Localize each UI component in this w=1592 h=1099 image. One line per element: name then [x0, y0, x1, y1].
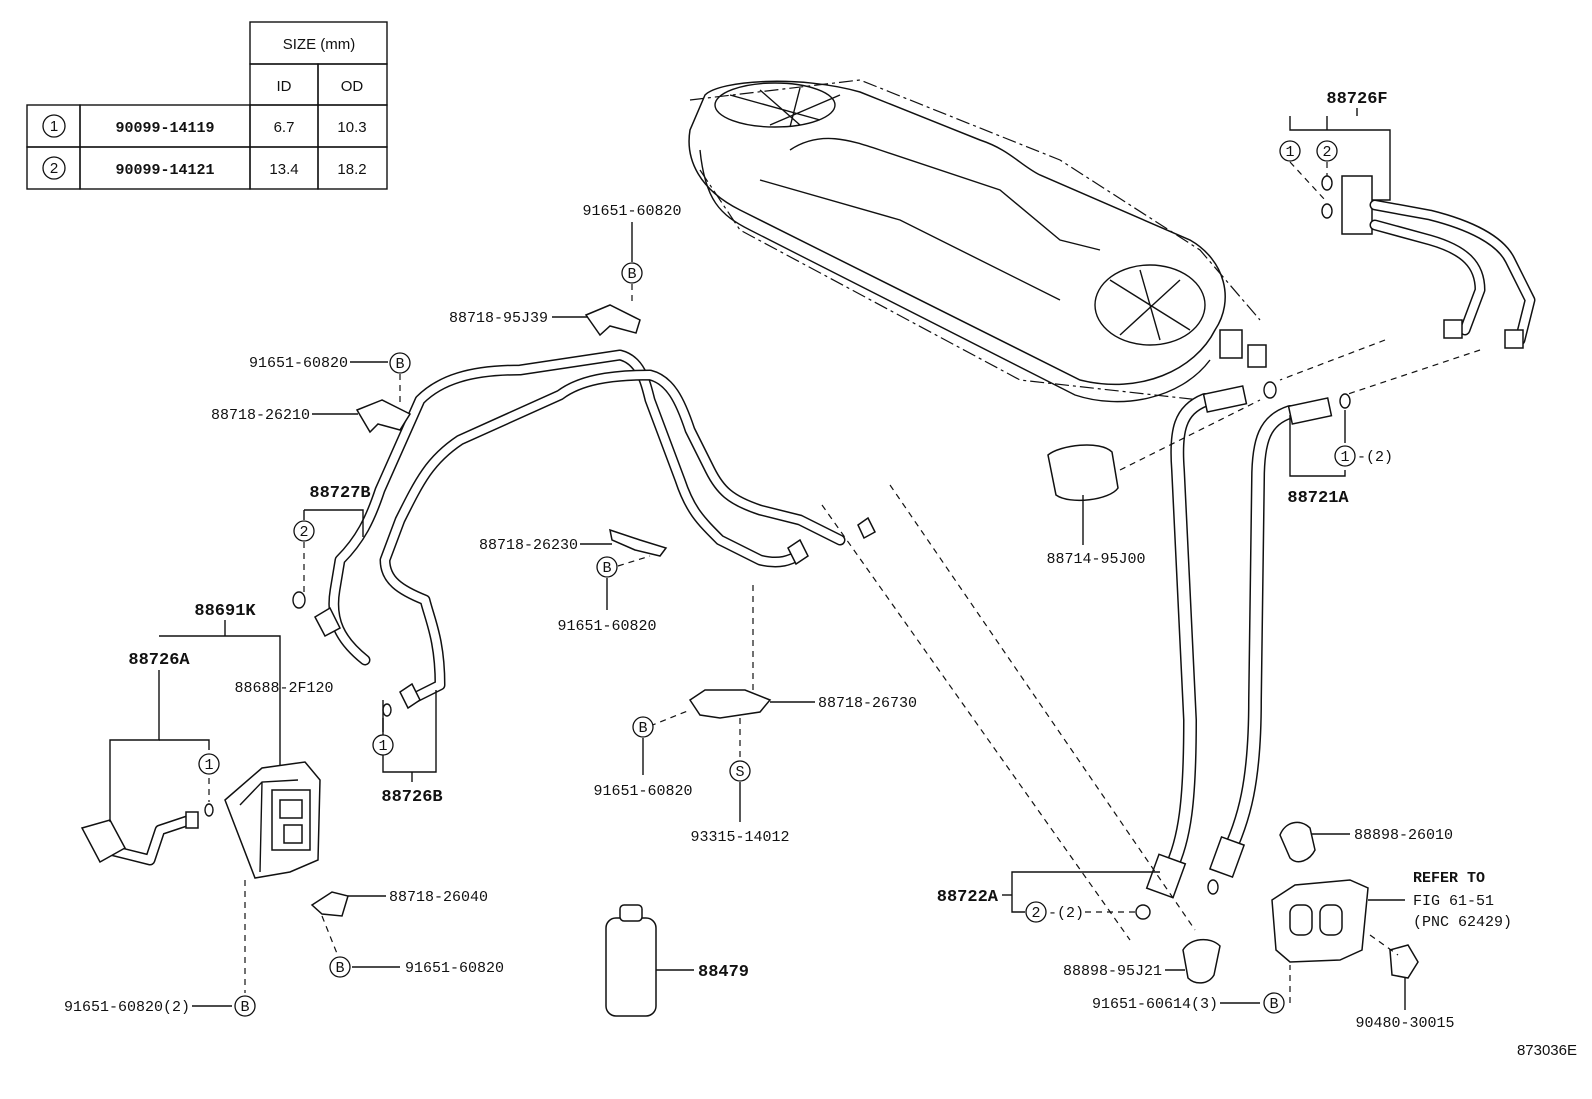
- marker-2-label: 2: [1031, 905, 1040, 922]
- label-91651-60820-bottom: 91651-60820: [405, 960, 504, 977]
- label-88718-26210: 88718-26210: [211, 407, 310, 424]
- label-88721A: 88721A: [1287, 489, 1349, 508]
- marker-b: [596, 556, 618, 578]
- label-88718-26040: 88718-26040: [389, 889, 488, 906]
- label-91651-60820-mid: 91651-60820: [557, 618, 656, 635]
- marker-b-label: B: [335, 960, 344, 977]
- label-qty-2: -(2): [1357, 449, 1393, 466]
- label-88718-26230: 88718-26230: [479, 537, 578, 554]
- marker-2-label: 2: [299, 524, 308, 541]
- marker-1: [198, 753, 220, 775]
- marker-b-label: B: [638, 720, 647, 737]
- clamp-88718-95J39: [584, 304, 641, 337]
- marker-b: [329, 956, 351, 978]
- col-od-header: OD: [341, 78, 364, 95]
- label-88898-95J21: 88898-95J21: [1063, 963, 1162, 980]
- label-88726B: 88726B: [381, 788, 442, 807]
- label-88714-95J00: 88714-95J00: [1046, 551, 1145, 568]
- marker-s-label: S: [735, 764, 744, 781]
- marker-2: [293, 520, 315, 542]
- marker-b-label: B: [240, 999, 249, 1016]
- clamp-88718-26040: [310, 891, 349, 917]
- marker-1: [372, 734, 394, 756]
- clamp-88718-26730: [688, 689, 772, 719]
- marker-b-label: B: [395, 356, 404, 373]
- marker-1-label: 1: [204, 757, 213, 774]
- marker-b: [1263, 992, 1285, 1014]
- row2-part-number: 90099-14121: [115, 162, 214, 179]
- clamp-88718-26210: [355, 399, 412, 434]
- nut-90480-30015: [1389, 944, 1419, 979]
- sleeve-88714-95J00: [1047, 444, 1119, 502]
- label-88718-26730: 88718-26730: [818, 695, 917, 712]
- marker-1: [1279, 140, 1301, 162]
- bottle-88479: [605, 904, 657, 1017]
- label-qty-2b: -(2): [1048, 905, 1084, 922]
- label-88718-95J39: 88718-95J39: [449, 310, 548, 327]
- grommet-88898-26010: [1279, 821, 1316, 863]
- label-88691K: 88691K: [194, 602, 256, 621]
- leader-lines: [109, 108, 1481, 1010]
- marker-s: [729, 760, 751, 782]
- marker-2-label: 2: [1322, 144, 1331, 161]
- label-88898-26010: 88898-26010: [1354, 827, 1453, 844]
- label-88479: 88479: [698, 963, 749, 982]
- marker-b-label: B: [627, 266, 636, 283]
- row1-part-number: 90099-14119: [115, 120, 214, 137]
- row1-marker: 1: [50, 118, 58, 135]
- size-table: SIZE (mm) ID OD 1 90099-14119 6.7 10.3 2…: [26, 21, 388, 190]
- figure-id: 873036E: [1517, 1042, 1577, 1059]
- pipe-88726F-drawing: [1341, 175, 1536, 349]
- row2-od: 18.2: [337, 161, 366, 178]
- tank-assembly-drawing: [688, 79, 1267, 403]
- label-93315-14012: 93315-14012: [690, 829, 789, 846]
- marker-2: [1316, 140, 1338, 162]
- label-91651-60820-qty2: 91651-60820(2): [64, 999, 190, 1016]
- label-88726A: 88726A: [128, 651, 190, 670]
- row1-od: 10.3: [337, 119, 366, 136]
- marker-b-label: B: [602, 560, 611, 577]
- marker-b-label: B: [1269, 996, 1278, 1013]
- label-91651-60820-top: 91651-60820: [582, 203, 681, 220]
- label-90480-30015: 90480-30015: [1355, 1015, 1454, 1032]
- label-88727B: 88727B: [309, 484, 370, 503]
- clamp-88718-26230: [609, 528, 668, 557]
- row1-id: 6.7: [274, 119, 295, 136]
- grommet-88898-95J21: [1182, 938, 1221, 984]
- evaporator-unit-drawing: [80, 761, 321, 879]
- size-header: SIZE (mm): [283, 36, 356, 53]
- marker-1-label: 1: [1340, 449, 1349, 466]
- marker-2: [1025, 901, 1047, 923]
- marker-1-label: 1: [378, 738, 387, 755]
- marker-b: [389, 352, 411, 374]
- marker-1: [1334, 445, 1356, 467]
- label-88688-2F120: 88688-2F120: [234, 680, 333, 697]
- label-88726F: 88726F: [1326, 90, 1387, 109]
- marker-b: [234, 995, 256, 1017]
- callout-labels: 91651-60820 88718-95J39 91651-60820 8871…: [64, 90, 1577, 1059]
- marker-b: [632, 716, 654, 738]
- label-91651-60820-lower: 91651-60820: [593, 783, 692, 800]
- label-fig-61-51: FIG 61-51: [1413, 893, 1494, 910]
- label-pnc-62429: (PNC 62429): [1413, 914, 1512, 931]
- pipe-assembly-drawing: [314, 349, 876, 710]
- label-refer-to: REFER TO: [1413, 870, 1485, 887]
- row2-marker: 2: [50, 160, 58, 177]
- row2-id: 13.4: [269, 161, 298, 178]
- hose-assembly-drawing: [1145, 385, 1333, 899]
- marker-1-label: 1: [1285, 144, 1294, 161]
- marker-b: [621, 262, 643, 284]
- label-91651-60614-qty3: 91651-60614(3): [1092, 996, 1218, 1013]
- bracket-fig-61-51: [1271, 879, 1369, 963]
- markers: B B 2 1 1 B B S B B 1 2 1 2 B: [198, 140, 1356, 1017]
- col-id-header: ID: [277, 78, 292, 95]
- label-91651-60820-left: 91651-60820: [249, 355, 348, 372]
- label-88722A: 88722A: [937, 888, 999, 907]
